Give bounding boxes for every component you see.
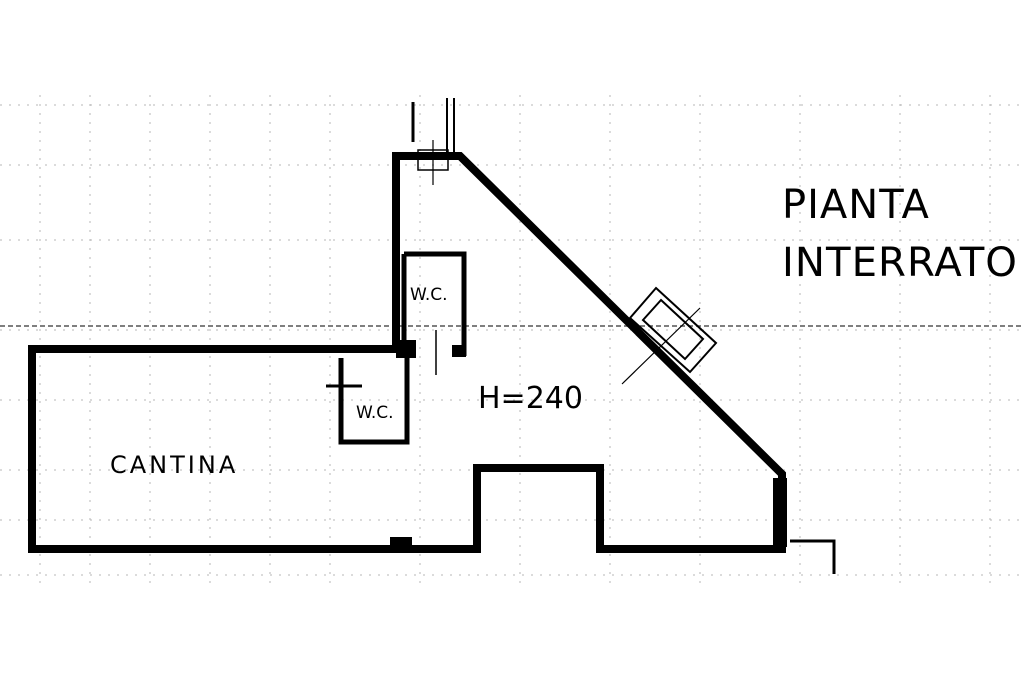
bottom-wall-notch: [390, 537, 412, 545]
wc-lower-walls: [326, 358, 410, 445]
height-label: H=240: [478, 381, 583, 416]
wall-cantina: [28, 152, 786, 553]
wc-upper-walls: [396, 251, 467, 375]
cantina-label: CANTINA: [110, 451, 238, 479]
title-line-2: INTERRATO: [782, 240, 1018, 286]
corner-mark: [790, 539, 836, 574]
entry-mark: [411, 98, 455, 185]
background-grid: [0, 95, 1024, 585]
outer-walls: [28, 152, 787, 553]
title-line-1: PIANTA: [782, 182, 930, 228]
wc-lower-label: W.C.: [356, 403, 394, 423]
window-diagonal: [621, 286, 718, 385]
wc-upper-label: W.C.: [410, 285, 448, 305]
